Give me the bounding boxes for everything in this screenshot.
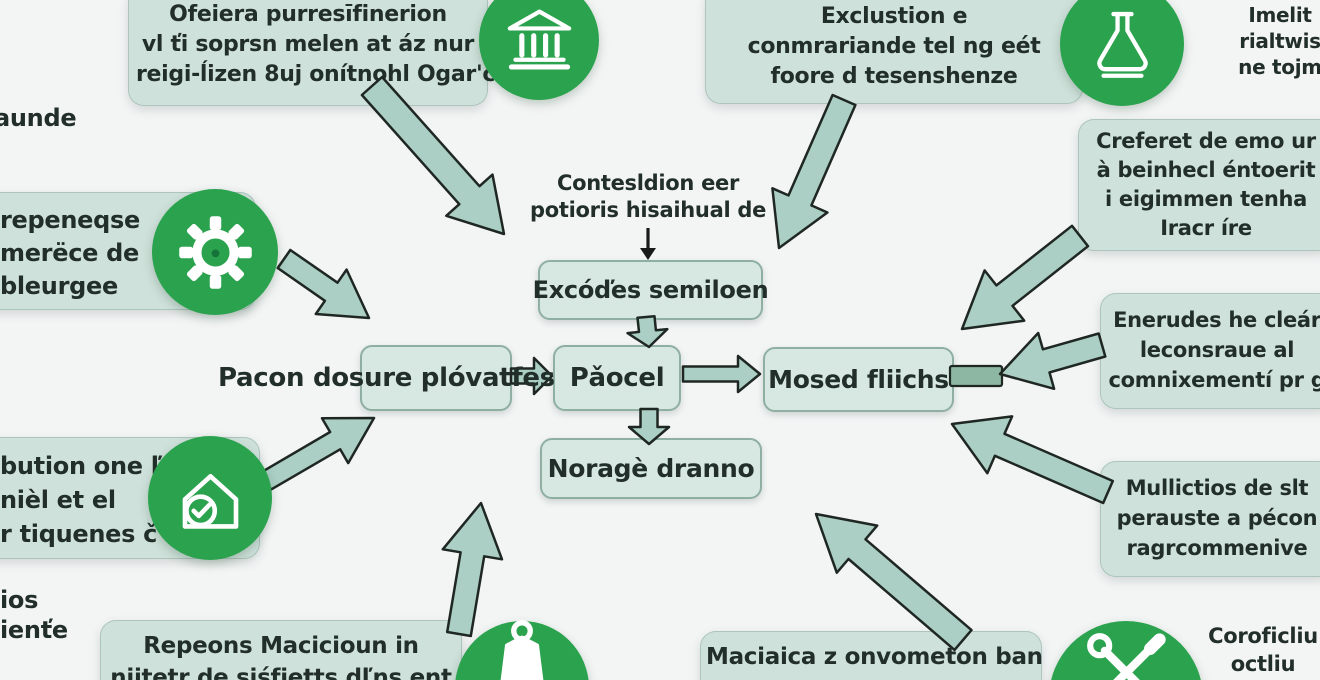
text-line: ienťe xyxy=(0,616,68,644)
box-right-2: Enerudes he cleár leconsraue al comnixemen… xyxy=(1100,293,1320,409)
text-line: Repeons Macicioun in xyxy=(143,633,419,659)
gear-icon xyxy=(175,212,256,293)
text-line: Iracr íre xyxy=(1160,216,1252,240)
text-line: vl ťi soprsn melen at áz nur xyxy=(141,32,475,57)
text-line: bleurgee xyxy=(0,272,118,300)
text-line: leconsraue al xyxy=(1139,338,1295,362)
text-line: Pǎocel xyxy=(569,363,665,393)
box-right-1: Creferet de emo ur à beinhecl éntoerit i e… xyxy=(1078,119,1320,251)
circle-flask xyxy=(1060,0,1184,106)
text-line: ios xyxy=(0,586,39,614)
text-line: conmrariande tel ng eét xyxy=(747,34,1041,59)
circle-house xyxy=(148,436,272,560)
text-line: Coroficliu xyxy=(1208,624,1318,648)
box-plovatfes xyxy=(360,345,512,411)
text-line: Enerudes he cleár xyxy=(1113,308,1320,332)
text-line: Noragè dranno xyxy=(547,454,755,483)
text-line: à beinhecl éntoerit xyxy=(1096,158,1316,182)
text-line: i eigimmen tenha xyxy=(1104,187,1307,211)
text-line: Creferet de emo ur xyxy=(1096,129,1316,153)
text-line: Exclustion e xyxy=(820,4,968,29)
text-line: comnixementí pr g xyxy=(1108,368,1320,392)
box-bottom-left: Repeons Macicioun in niitetr de siśfietts… xyxy=(100,620,462,680)
circle-tools xyxy=(1049,621,1203,680)
circle-bag xyxy=(455,620,589,680)
text-line: Imelit xyxy=(1248,3,1312,27)
circle-bank xyxy=(479,0,599,100)
tools-icon xyxy=(1077,623,1176,680)
text-line: nièl et el xyxy=(0,486,116,514)
text-line: foore d tesenshenze xyxy=(770,64,1018,89)
box-top-left: Ofeiera purresīfinerion vl ťi soprsn mele… xyxy=(128,0,511,106)
text-line: octliu xyxy=(1230,652,1296,676)
label-contesldion: Contesldion eer potioris hisaihual de xyxy=(520,170,776,224)
text-line: rialtwis xyxy=(1239,29,1320,53)
text-line: Excóďes semiloen xyxy=(532,276,769,304)
text-line: repeneqse xyxy=(0,206,140,234)
text-line: Pacon dosure plóvatfes xyxy=(218,363,555,393)
text-line: bution one ľ xyxy=(0,452,163,480)
box-norage: Noragè dranno xyxy=(540,438,762,499)
text-line: merëce de xyxy=(0,239,140,267)
text-line: niitetr de siśfietts dľns ent xyxy=(110,665,452,680)
circle-gear xyxy=(152,189,278,315)
label-aunde: aunde xyxy=(0,103,124,133)
text-line: r tiquenes č xyxy=(0,520,158,548)
label-coroficliu: Coroficliu octliu xyxy=(1206,622,1320,678)
flask-icon xyxy=(1083,5,1162,84)
house-check-icon xyxy=(171,459,250,538)
box-paocel: Pǎocel xyxy=(553,345,681,411)
box-right-3: Mullictios de slt perauste a pécon ragrcom… xyxy=(1100,461,1320,577)
text-line: ne tojm xyxy=(1238,55,1320,79)
text-line: potioris hisaihual de xyxy=(529,198,767,222)
label-pacon: Pacon dosure plóvatfes xyxy=(218,362,555,394)
text-line: Mullictios de slt xyxy=(1125,476,1309,500)
text-line: perauste a pécon xyxy=(1116,506,1318,530)
bank-icon xyxy=(501,2,578,79)
text-line: Mosed fliichs xyxy=(768,365,949,394)
text-line: ragrcommenive xyxy=(1126,536,1308,560)
text-line: Ofeiera purresīfinerion xyxy=(169,2,447,27)
box-top-right: Exclustion e conmrariande tel ng eét foore… xyxy=(705,0,1083,104)
bag-icon xyxy=(479,614,565,680)
text-line: aunde xyxy=(0,104,77,132)
text-line: Contesldion eer xyxy=(556,171,740,195)
